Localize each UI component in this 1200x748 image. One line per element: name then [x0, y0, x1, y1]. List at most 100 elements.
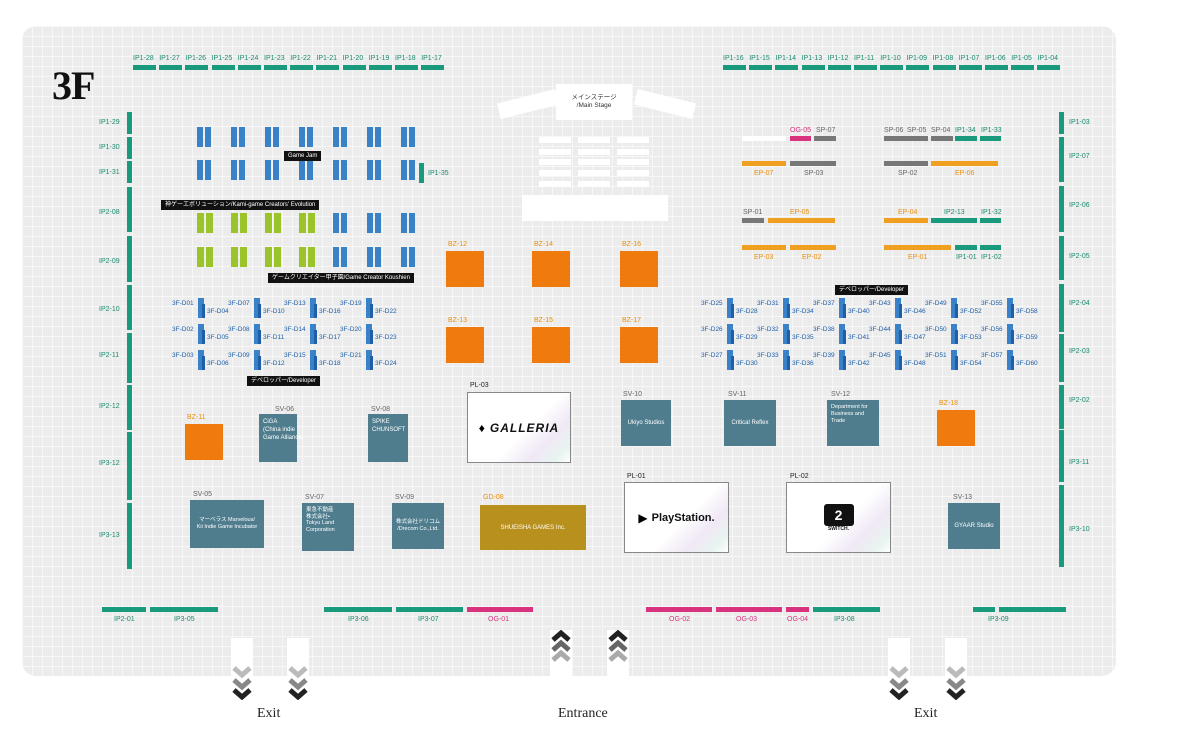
pl-03-booth[interactable]: ♦ GALLERIA [467, 392, 571, 463]
game-jam-table[interactable] [341, 160, 347, 180]
game-jam-table[interactable] [197, 160, 203, 180]
top-right-booth-bar[interactable] [723, 65, 746, 70]
koushien-table[interactable] [333, 247, 339, 267]
sp-02-bar[interactable] [884, 161, 928, 166]
kamigame-table[interactable] [341, 213, 347, 233]
game-jam-table[interactable] [307, 160, 313, 180]
left-side-booth-bar[interactable] [127, 503, 132, 569]
sv-13-booth[interactable]: GYAAR Studio [948, 503, 1000, 549]
game-jam-table[interactable] [299, 160, 305, 180]
sv-07-booth[interactable]: 東急不動産 株式会社• Tokyu Land Corporation [302, 503, 354, 551]
ip3-06-bar[interactable] [324, 607, 392, 612]
top-left-booth-bar[interactable] [290, 65, 314, 70]
developer-table[interactable] [1007, 350, 1013, 370]
top-left-booth-bar[interactable] [368, 65, 392, 70]
kamigame-table[interactable] [197, 213, 204, 233]
sp-03-bar[interactable] [790, 161, 836, 166]
ip1-32-bar[interactable] [980, 218, 1001, 223]
game-jam-table[interactable] [299, 127, 305, 147]
koushien-table[interactable] [401, 247, 407, 267]
developer-table[interactable] [1007, 298, 1013, 318]
game-jam-table[interactable] [367, 160, 373, 180]
game-jam-table[interactable] [273, 127, 279, 147]
koushien-table[interactable] [299, 247, 306, 267]
left-side-booth-bar[interactable] [127, 236, 132, 282]
top-left-booth-bar[interactable] [211, 65, 235, 70]
top-left-booth-bar[interactable] [342, 65, 366, 70]
koushien-table[interactable] [409, 247, 415, 267]
right-side-booth-bar[interactable] [1059, 385, 1064, 429]
developer-table[interactable] [839, 350, 845, 370]
game-jam-table[interactable] [273, 160, 279, 180]
sv-05-booth[interactable]: マーベラス Marvelous/ Kii Indie Game Incubato… [190, 500, 264, 548]
left-side-booth-bar[interactable] [127, 432, 132, 500]
bz-booth[interactable] [446, 251, 484, 287]
developer-table[interactable] [951, 324, 957, 344]
sp-07-bar[interactable] [814, 136, 836, 141]
ip2-13-bar[interactable] [931, 218, 977, 223]
ep-04-bar[interactable] [884, 218, 928, 223]
kamigame-table[interactable] [375, 213, 381, 233]
top-right-booth-bar[interactable] [958, 65, 982, 70]
developer-table[interactable] [727, 298, 733, 318]
ip2-01-bar[interactable] [102, 607, 146, 612]
koushien-table[interactable] [341, 247, 347, 267]
ip3-07-bar[interactable] [396, 607, 463, 612]
game-jam-table[interactable] [231, 127, 237, 147]
og-04-bar[interactable] [786, 607, 809, 612]
developer-table[interactable] [366, 350, 372, 370]
top-right-booth-bar[interactable] [775, 65, 799, 70]
bz-booth[interactable] [532, 327, 570, 363]
koushien-table[interactable] [375, 247, 381, 267]
game-jam-table[interactable] [197, 127, 203, 147]
og-02-bar[interactable] [646, 607, 712, 612]
developer-table[interactable] [1007, 324, 1013, 344]
left-side-booth-bar[interactable] [127, 333, 132, 383]
kamigame-table[interactable] [333, 213, 339, 233]
top-left-booth-bar[interactable] [237, 65, 261, 70]
game-jam-table[interactable] [375, 127, 381, 147]
pl-02-booth[interactable]: 2 SWITCH. [786, 482, 891, 553]
kamigame-table[interactable] [231, 213, 238, 233]
left-side-booth-bar[interactable] [127, 161, 132, 183]
ip1-02-bar[interactable] [980, 245, 1001, 250]
right-side-booth-bar[interactable] [1059, 236, 1064, 280]
sv-10-booth[interactable]: Ukiyo Studios [621, 400, 671, 446]
ep-05-bar[interactable] [768, 218, 835, 223]
right-side-booth-bar[interactable] [1059, 186, 1064, 232]
kamigame-table[interactable] [367, 213, 373, 233]
game-jam-table[interactable] [333, 127, 339, 147]
kamigame-table[interactable] [274, 213, 281, 233]
koushien-table[interactable] [197, 247, 204, 267]
game-jam-table[interactable] [307, 127, 313, 147]
sv-11-booth[interactable]: Critical Reflex [724, 400, 776, 446]
top-right-booth-bar[interactable] [932, 65, 956, 70]
game-jam-table[interactable] [341, 127, 347, 147]
right-side-booth-bar[interactable] [1059, 284, 1064, 332]
left-side-booth-bar[interactable] [127, 385, 132, 430]
kamigame-table[interactable] [401, 213, 407, 233]
top-left-booth-bar[interactable] [185, 65, 209, 70]
bz-booth[interactable] [620, 327, 658, 363]
developer-table[interactable] [727, 324, 733, 344]
bz-booth[interactable] [446, 327, 484, 363]
developer-table[interactable] [839, 298, 845, 318]
right-side-booth-bar[interactable] [1059, 137, 1064, 182]
game-jam-table[interactable] [333, 160, 339, 180]
kamigame-table[interactable] [240, 213, 247, 233]
developer-table[interactable] [310, 298, 316, 318]
developer-table[interactable] [895, 298, 901, 318]
developer-table[interactable] [198, 324, 204, 344]
game-jam-table[interactable] [205, 160, 211, 180]
developer-table[interactable] [783, 298, 789, 318]
game-jam-table[interactable] [401, 160, 407, 180]
top-left-booth-bar[interactable] [316, 65, 340, 70]
bz-booth[interactable] [937, 410, 975, 446]
top-left-booth-bar[interactable] [421, 65, 445, 70]
top-right-booth-bar[interactable] [801, 65, 825, 70]
bz-booth[interactable] [532, 251, 570, 287]
sv-08-booth[interactable]: SPIKE CHUNSOFT [368, 414, 408, 462]
kamigame-table[interactable] [265, 213, 272, 233]
top-right-booth-bar[interactable] [1011, 65, 1035, 70]
left-side-booth-bar[interactable] [127, 137, 132, 159]
